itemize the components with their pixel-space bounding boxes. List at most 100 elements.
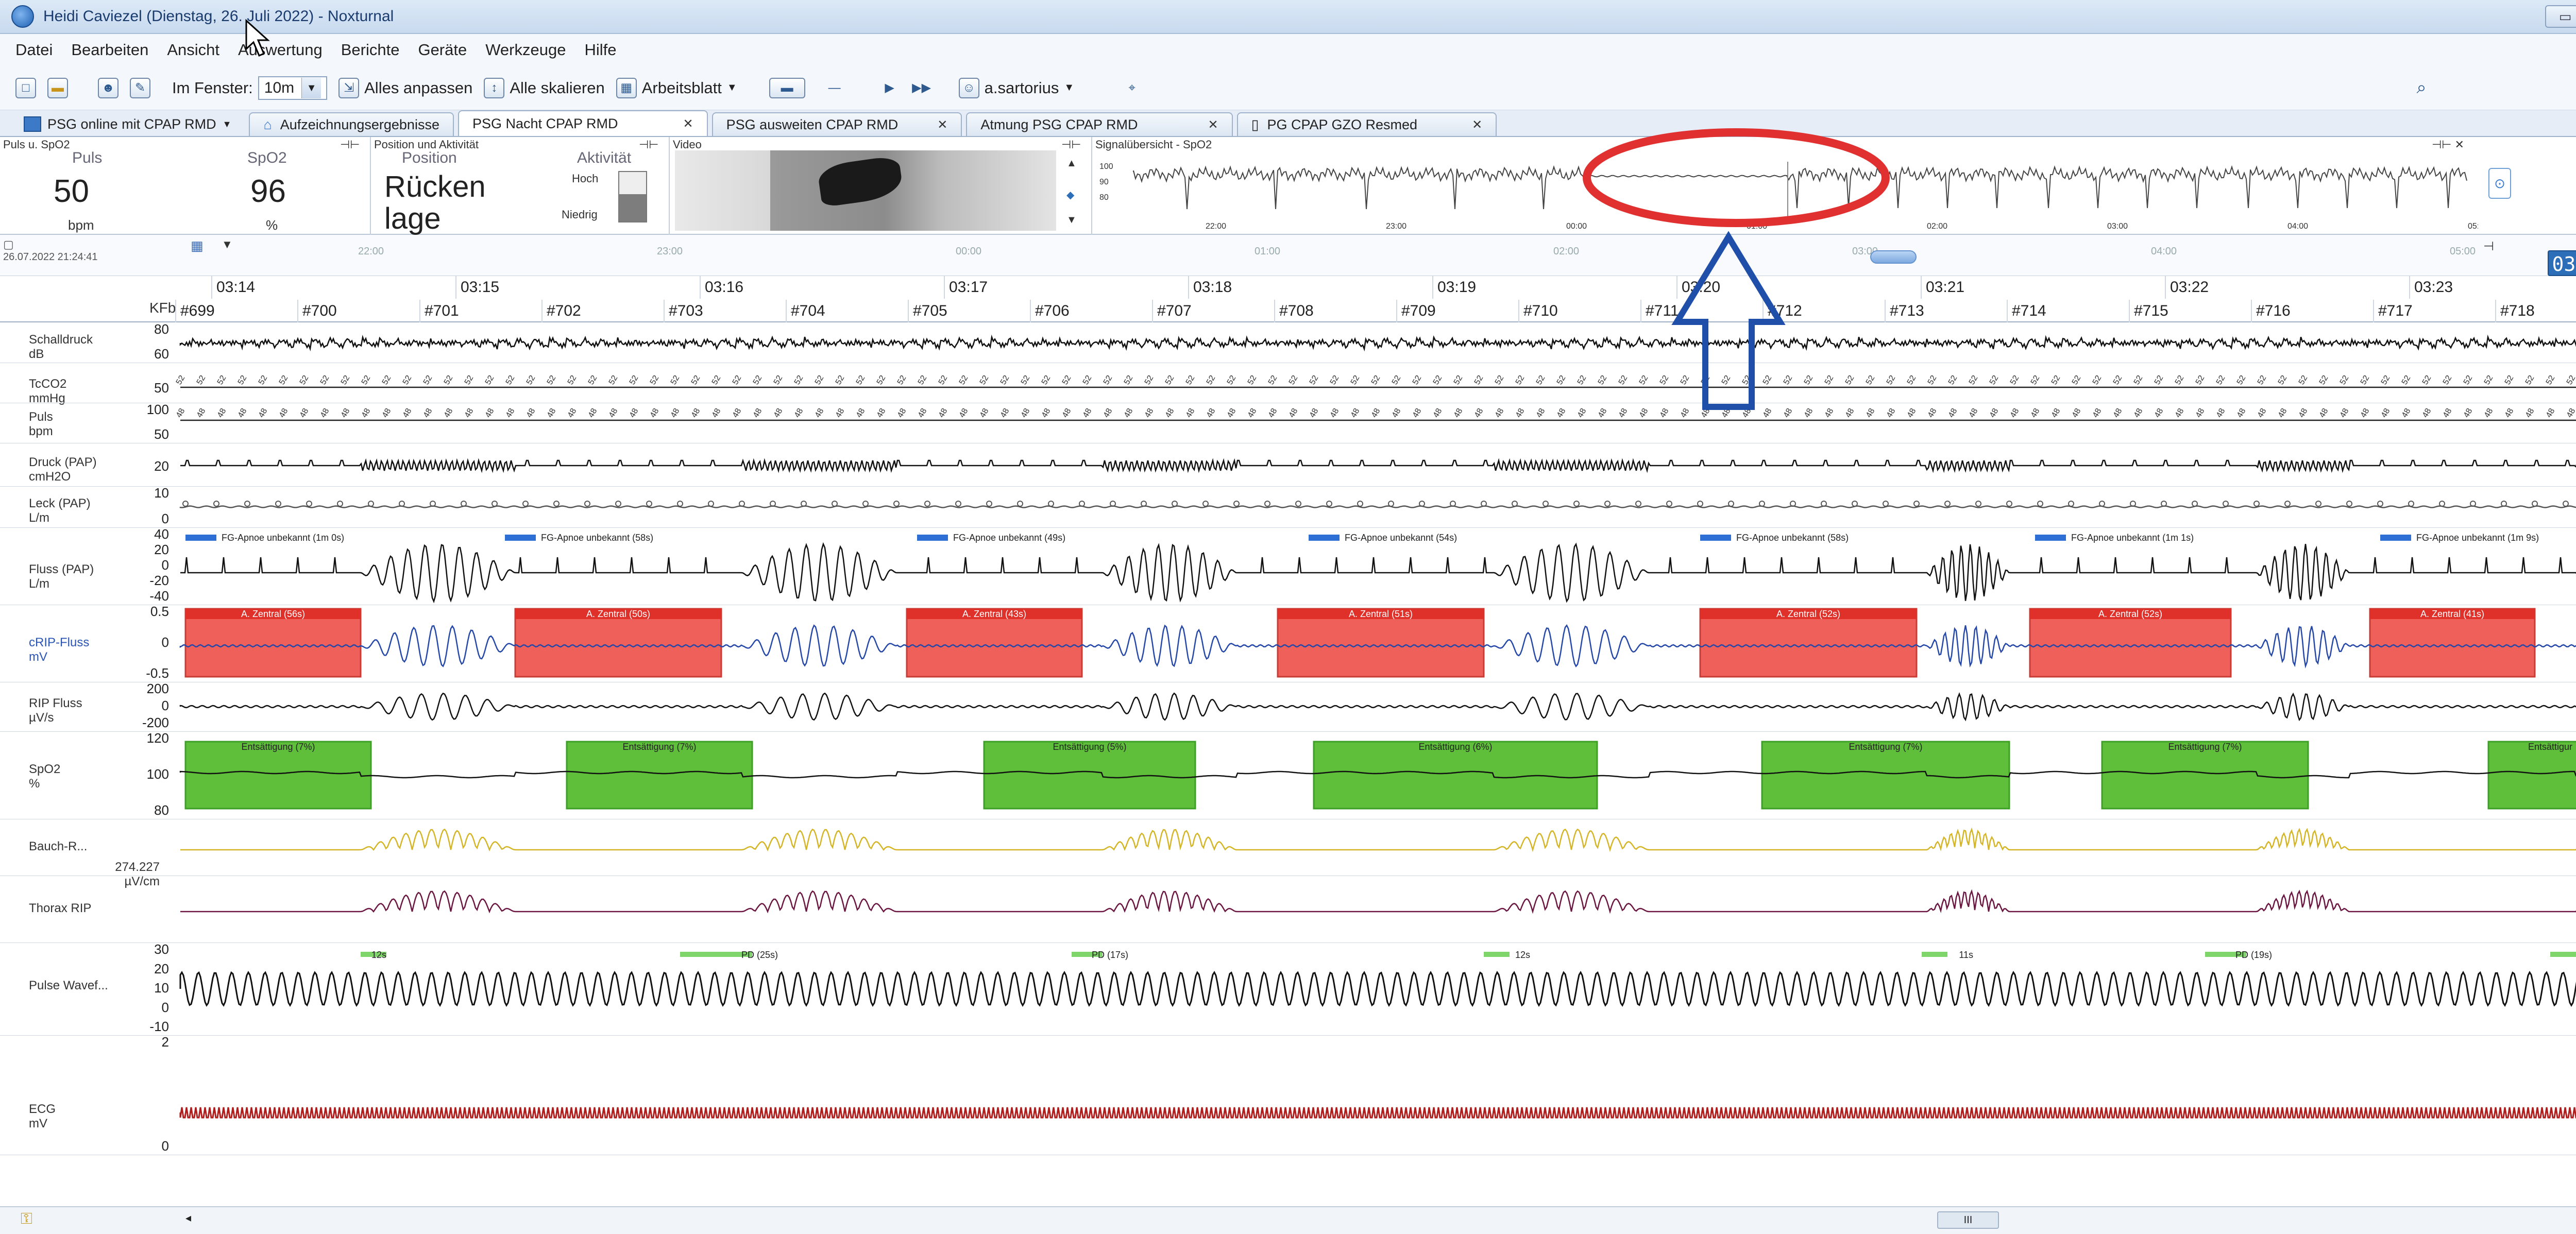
channel-label[interactable]: Thorax RIP (29, 901, 91, 916)
numeric-sample: 48 (1865, 407, 1877, 419)
tab-pg-cpap[interactable]: ▯PG CPAP GZO Resmed✕ (1236, 112, 1497, 136)
menu-bearbeiten[interactable]: Bearbeiten (71, 41, 149, 59)
epoch-cell[interactable]: #715 (2129, 300, 2251, 322)
hscroll-thumb[interactable]: III (1937, 1211, 1999, 1229)
patient-icon[interactable]: ☻ (98, 77, 118, 98)
window-size-select[interactable]: 10m▼ (258, 76, 328, 100)
video-camera-icon[interactable]: ◆ (1066, 190, 1075, 201)
overview-scroll-button[interactable]: ⊙ (2488, 168, 2511, 199)
calendar-small-icon[interactable]: ▦ (191, 238, 204, 253)
profile-selector[interactable]: PSG online mit CPAP RMD ▼ (10, 112, 245, 136)
channel-label[interactable]: Bauch-R... (29, 839, 87, 854)
close-icon[interactable]: ✕ (1472, 117, 1483, 132)
channel-label[interactable]: Leck (PAP)L/m (29, 496, 91, 525)
numeric-sample: 52 (1761, 374, 1774, 386)
pd-marker (2550, 952, 2576, 957)
epoch-cell[interactable]: #712 (1762, 300, 1885, 322)
epoch-cell[interactable]: #706 (1030, 300, 1152, 322)
marker-down-icon[interactable]: ▼ (222, 238, 233, 251)
numeric-sample: 52 (2112, 374, 2124, 386)
channel-label[interactable]: Druck (PAP)cmH2O (29, 455, 97, 484)
restore-button[interactable]: ▭ (2545, 5, 2576, 28)
epoch-cell[interactable]: #703 (664, 300, 786, 322)
numeric-sample: 48 (793, 407, 805, 419)
scale-all-button[interactable]: ↕Alle skalieren (484, 77, 605, 98)
channel-label[interactable]: Fluss (PAP)L/m (29, 562, 94, 591)
fast-forward-icon[interactable]: ▶▶ (912, 81, 931, 95)
close-icon[interactable]: ✕ (1208, 117, 1218, 132)
video-frame[interactable] (675, 150, 1056, 231)
epoch-cell[interactable]: #716 (2251, 300, 2373, 322)
worksheet-button[interactable]: ▦Arbeitsblatt▼ (616, 77, 737, 98)
epoch-cell[interactable]: #704 (786, 300, 908, 322)
pin-icon[interactable]: ⌖ (1128, 80, 1136, 95)
pin-icon[interactable]: ⊣⊢ (1061, 138, 1081, 151)
channel-label[interactable]: SpO2% (29, 762, 60, 791)
pin-icon[interactable]: ⊣⊢ ✕ (2432, 138, 2464, 151)
tab-atmung-psg[interactable]: Atmung PSG CPAP RMD✕ (966, 112, 1233, 136)
epoch-cell[interactable]: #713 (1885, 300, 2007, 322)
timebar-tick: 23:00 (657, 246, 683, 257)
epoch-cell[interactable]: #714 (2007, 300, 2129, 322)
epoch-cell[interactable]: #711 (1640, 300, 1762, 322)
horizontal-scrollbar[interactable]: ◂ III ▸ (0, 1206, 2576, 1234)
epoch-cell[interactable]: #707 (1152, 300, 1274, 322)
menu-hilfe[interactable]: Hilfe (584, 41, 617, 59)
user-button[interactable]: ☺a.sartorius▼ (958, 77, 1074, 98)
open-folder-icon[interactable]: ▬ (47, 77, 68, 98)
epoch-cell[interactable]: #708 (1274, 300, 1396, 322)
fit-all-button[interactable]: ⇲Alles anpassen (338, 77, 472, 98)
scroll-left-icon[interactable]: ◂ (185, 1211, 192, 1224)
line-view-icon[interactable]: — (828, 80, 841, 95)
menu-auswertung[interactable]: Auswertung (238, 41, 323, 59)
tab-psg-ausweiten[interactable]: PSG ausweiten CPAP RMD✕ (711, 112, 962, 136)
menu-geraete[interactable]: Geräte (418, 41, 467, 59)
numeric-sample: 52 (1287, 374, 1300, 386)
close-icon[interactable]: ✕ (683, 116, 693, 131)
play-icon[interactable]: ▶ (885, 81, 894, 95)
tools-icon[interactable]: ✎ (130, 77, 150, 98)
leak-sample (522, 501, 529, 507)
channel-label[interactable]: Pulse Wavef... (29, 979, 108, 993)
signal-view-icon[interactable]: ▬ (769, 77, 805, 98)
lock-icon[interactable]: ⚿ (21, 1210, 32, 1227)
video-up-icon[interactable]: ▲ (1066, 158, 1077, 169)
epoch-cell[interactable]: #709 (1396, 300, 1518, 322)
epoch-cell[interactable]: #710 (1518, 300, 1640, 322)
menu-datei[interactable]: Datei (15, 41, 53, 59)
epoch-cell[interactable]: #701 (419, 300, 541, 322)
numeric-sample: 48 (298, 407, 311, 419)
epoch-cell[interactable]: #718 (2495, 300, 2576, 322)
menu-ansicht[interactable]: Ansicht (167, 41, 219, 59)
numeric-sample: 48 (855, 407, 867, 419)
pin-icon[interactable]: ⊣⊢ (639, 138, 659, 151)
pin-icon[interactable]: ⊣ (2483, 239, 2494, 253)
tab-psg-nacht[interactable]: PSG Nacht CPAP RMD✕ (457, 110, 708, 136)
search-icon[interactable]: ⌕ (2416, 78, 2427, 97)
pin-icon[interactable]: ⊣⊢ (340, 138, 360, 151)
epoch-cell[interactable]: #699 (175, 300, 297, 322)
new-file-icon[interactable]: □ (15, 77, 36, 98)
pd-label: PD (17s) (1092, 950, 1128, 960)
tab-aufzeichnungsergebnisse[interactable]: ⌂Aufzeichnungsergebnisse (249, 112, 454, 136)
epoch-cell[interactable]: #702 (541, 300, 664, 322)
calendar-icon[interactable]: ▢ (3, 238, 14, 251)
time-navigator-thumb[interactable] (1870, 250, 1917, 264)
close-icon[interactable]: ✕ (937, 117, 948, 132)
numeric-sample: 48 (1452, 407, 1465, 419)
video-down-icon[interactable]: ▼ (1066, 214, 1077, 226)
epoch-cell[interactable]: #717 (2373, 300, 2495, 322)
menu-berichte[interactable]: Berichte (341, 41, 400, 59)
numeric-sample: 48 (1700, 407, 1712, 419)
menu-werkzeuge[interactable]: Werkzeuge (485, 41, 566, 59)
epoch-cell[interactable]: #700 (297, 300, 419, 322)
epoch-cell[interactable]: #705 (908, 300, 1030, 322)
